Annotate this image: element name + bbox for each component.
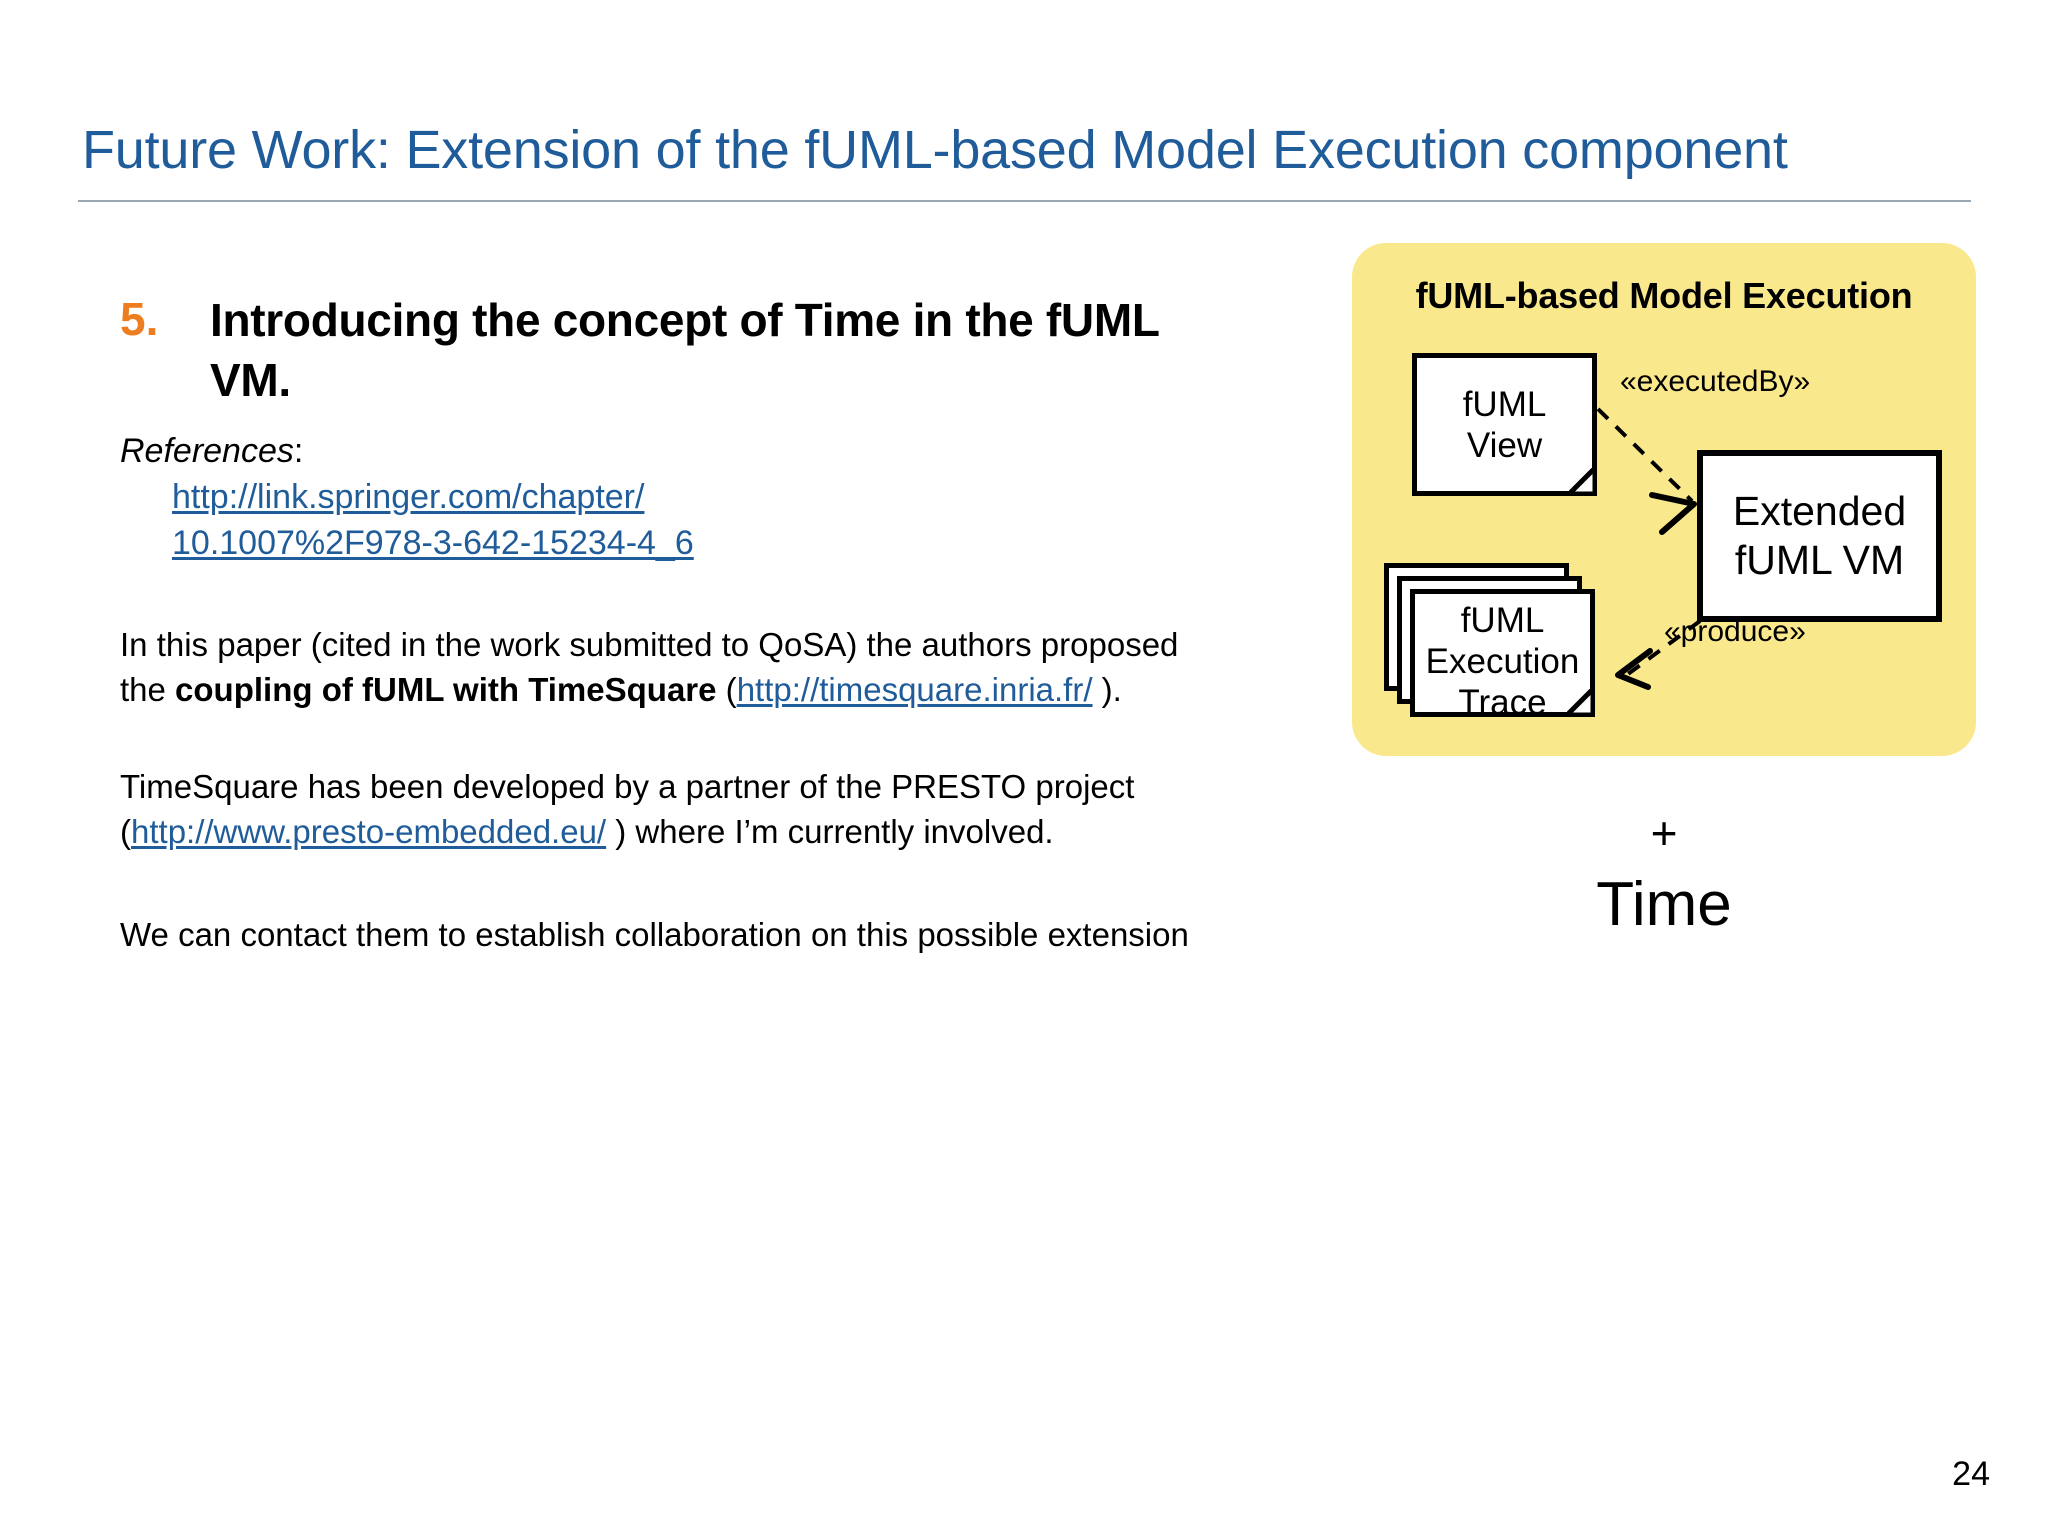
diagram-title: fUML-based Model Execution bbox=[1415, 275, 1913, 316]
fuml-execution-diagram-panel: fUML-based Model Execution fUML View Ext… bbox=[1352, 243, 1976, 756]
list-item-heading: Introducing the concept of Time in the f… bbox=[210, 294, 1159, 406]
document-fold-icon bbox=[1569, 468, 1595, 494]
document-fold-icon bbox=[1567, 689, 1593, 715]
para2-text-2: ) where I’m currently involved. bbox=[606, 813, 1054, 850]
para1-text-3: ). bbox=[1092, 671, 1122, 708]
reference-link-springer-line2[interactable]: 10.1007%2F978-3-642-15234-4_6 bbox=[172, 524, 694, 562]
node-fuml-view-label: fUML View bbox=[1462, 384, 1547, 465]
node-extended-fuml-vm-label: Extended fUML VM bbox=[1732, 488, 1907, 583]
page-number: 24 bbox=[1952, 1455, 1990, 1493]
references-label: References: bbox=[120, 428, 1230, 474]
references-block: References: http://link.springer.com/cha… bbox=[120, 428, 1230, 566]
references-colon: : bbox=[293, 432, 304, 470]
edge-label-executedby: «executedBy» bbox=[1620, 365, 1811, 398]
paragraph-qosa: In this paper (cited in the work submitt… bbox=[120, 622, 1230, 712]
references-word: References bbox=[120, 432, 294, 470]
time-label: Time bbox=[1596, 870, 1732, 939]
edge-label-produce: «produce» bbox=[1664, 615, 1806, 648]
para1-text-2: ( bbox=[716, 671, 737, 708]
node-fuml-execution-trace-label: fUML Execution Trace bbox=[1425, 600, 1580, 722]
title-divider bbox=[78, 200, 1971, 202]
timesquare-link[interactable]: http://timesquare.inria.fr/ bbox=[736, 671, 1093, 708]
content-column: 5. Introducing the concept of Time in th… bbox=[120, 290, 1230, 990]
presto-link[interactable]: http://www.presto-embedded.eu/ bbox=[131, 813, 607, 850]
executedby-connector bbox=[1596, 407, 1694, 503]
trace-stack-layer-front: fUML Execution Trace bbox=[1410, 589, 1595, 722]
paragraph-collaboration: We can contact them to establish collabo… bbox=[120, 916, 1189, 953]
paragraph-presto: TimeSquare has been developed by a partn… bbox=[120, 764, 1230, 854]
list-item-number: 5. bbox=[120, 293, 159, 345]
numbered-list-item: 5. Introducing the concept of Time in th… bbox=[120, 290, 1230, 410]
node-extended-fuml-vm: Extended fUML VM bbox=[1697, 450, 1942, 622]
reference-link-springer-line1[interactable]: http://link.springer.com/chapter/ bbox=[172, 478, 645, 516]
para1-text-1: In this paper (cited in the work submitt… bbox=[120, 626, 1179, 708]
node-fuml-execution-trace: fUML Execution Trace bbox=[1384, 563, 1614, 723]
para2-text-1: TimeSquare has been developed by a partn… bbox=[120, 768, 1135, 850]
plus-symbol: + bbox=[1650, 807, 1678, 859]
node-fuml-view: fUML View bbox=[1412, 353, 1597, 496]
para1-bold: coupling of fUML with TimeSquare bbox=[175, 671, 717, 708]
page-title: Future Work: Extension of the fUML-based… bbox=[82, 120, 1788, 180]
produce-arrowhead bbox=[1615, 648, 1653, 690]
executedby-arrowhead bbox=[1649, 492, 1697, 535]
